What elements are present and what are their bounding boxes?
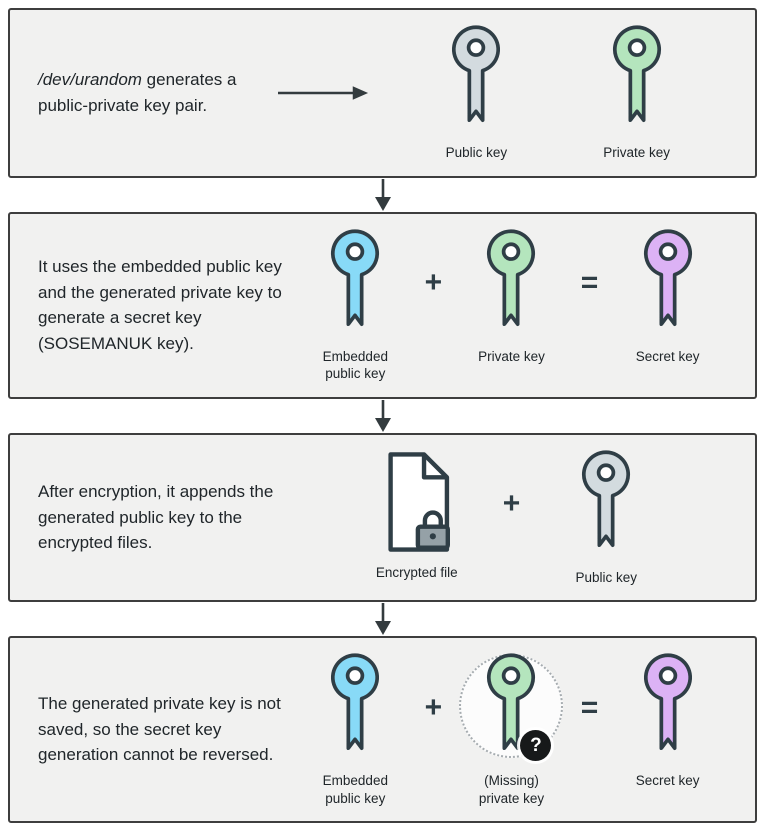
panel-key-generation: /dev/urandom generates a public-private … <box>8 8 757 178</box>
secret-key-icon <box>631 652 705 763</box>
secret-key-label: Secret key <box>635 773 700 789</box>
panel-append-key: After encryption, it appends the generat… <box>8 432 757 603</box>
secret-key: Secret key <box>608 652 728 790</box>
panel-secret-key: It uses the embedded public key and the … <box>8 211 757 399</box>
secret-key-label: Secret key <box>635 348 700 364</box>
flow-arrow-2 <box>8 399 757 433</box>
panel-4-icons: Embedded public key + ? (Missing) privat… <box>286 652 737 807</box>
plus-operator: + <box>502 487 521 521</box>
embedded-public-key-icon <box>318 652 392 763</box>
arrow-down-icon <box>374 603 391 636</box>
arrow-down-icon <box>374 399 391 432</box>
secret-key: Secret key <box>608 228 728 366</box>
embedded-public-key-label: Embedded public key <box>322 348 388 382</box>
flow-arrow-3 <box>8 602 757 636</box>
encrypted-file-label: Encrypted file <box>375 564 458 580</box>
arrow-right-icon <box>278 86 369 100</box>
panel-4-text: The generated private key is not saved, … <box>38 694 281 765</box>
panel-2-text: It uses the embedded public key and the … <box>38 257 282 353</box>
plus-operator: + <box>424 266 443 300</box>
panel-1-icons: Public key Private key <box>376 24 737 162</box>
encrypted-file: Encrypted file <box>357 449 477 582</box>
panel-3-icons: Encrypted file + Public key <box>286 449 737 587</box>
panel-1-text-rest: generates a public-private key pair. <box>38 70 237 115</box>
private-key-icon <box>600 24 674 135</box>
public-key-icon <box>569 449 643 560</box>
dev-urandom-term: /dev/urandom <box>38 70 142 90</box>
public-key: Public key <box>546 449 666 587</box>
public-key-label: Public key <box>445 145 508 160</box>
private-key: Private key <box>451 228 571 366</box>
panel-2-icons: Embedded public key + Private key = Secr… <box>286 228 737 383</box>
embedded-public-key-label: Embedded public key <box>322 773 388 806</box>
secret-key-icon <box>631 228 705 339</box>
equals-operator: = <box>580 266 599 300</box>
private-key: Private key <box>577 24 697 162</box>
public-key: Public key <box>416 24 536 162</box>
plus-operator: + <box>424 690 443 724</box>
panel-1-text: /dev/urandom generates a public-private … <box>38 67 276 118</box>
public-key-icon <box>439 24 513 135</box>
missing-private-key-label: (Missing) private key <box>478 773 545 806</box>
public-key-label: Public key <box>575 569 638 585</box>
private-key-label: Private key <box>478 348 545 364</box>
embedded-public-key: Embedded public key <box>295 652 415 807</box>
embedded-public-key: Embedded public key <box>295 228 415 383</box>
panel-irreversible: The generated private key is not saved, … <box>8 636 757 824</box>
question-badge-icon: ? <box>520 730 552 762</box>
equals-operator: = <box>580 690 599 724</box>
encrypted-file-icon <box>373 449 461 555</box>
private-key-icon <box>474 228 548 339</box>
embedded-public-key-icon <box>318 228 392 339</box>
missing-private-key-wrap: ? <box>451 652 571 763</box>
missing-private-key: ? (Missing) private key <box>451 652 571 807</box>
arrow-down-icon <box>374 178 391 211</box>
flow-arrow-1 <box>8 178 757 212</box>
panel-3-text: After encryption, it appends the generat… <box>38 482 274 553</box>
private-key-label: Private key <box>603 145 671 160</box>
